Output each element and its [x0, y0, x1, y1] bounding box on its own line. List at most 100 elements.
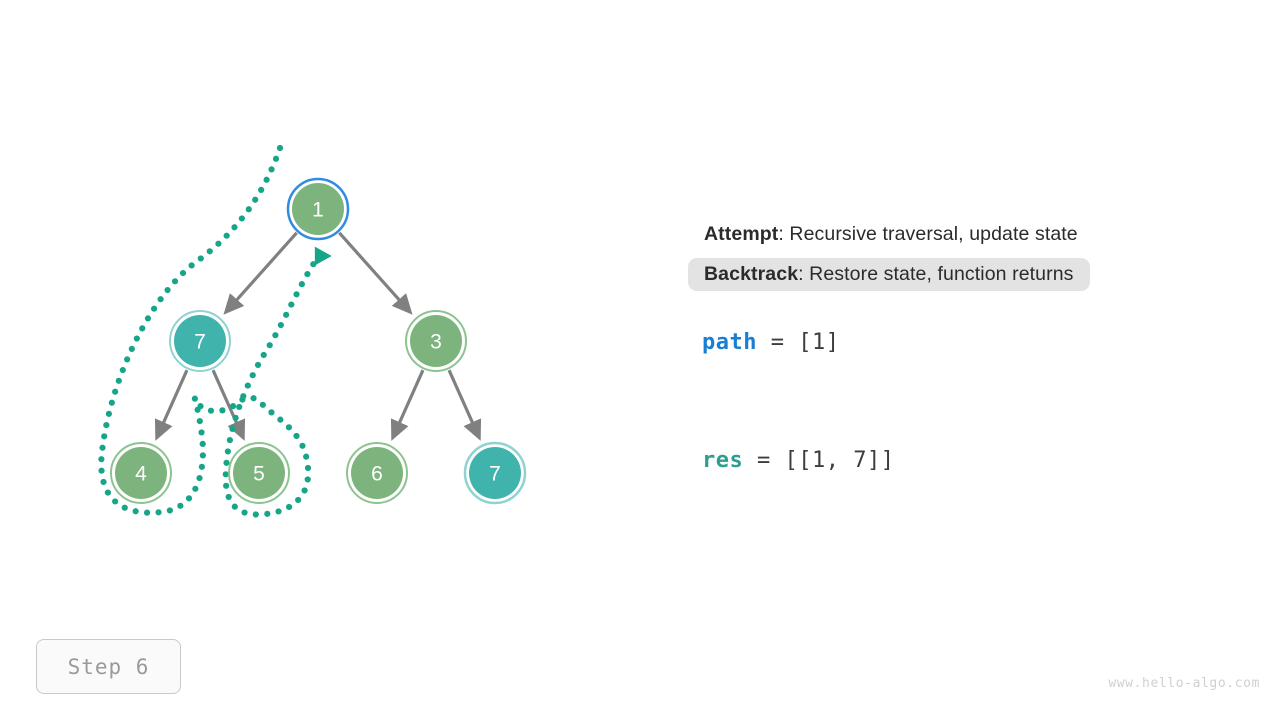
trace-dot — [304, 270, 311, 278]
node-label: 7 — [489, 463, 501, 486]
trace-dot — [304, 464, 312, 472]
trace-dot — [250, 395, 257, 402]
trace-dot — [219, 407, 226, 414]
trace-dot — [133, 335, 140, 342]
binary-tree-diagram: 1 7 3 4 5 6 7 — [98, 144, 527, 518]
node-circle — [233, 447, 285, 499]
trace-dot — [303, 453, 310, 460]
trace-dot — [196, 474, 203, 482]
node-ring — [169, 310, 231, 372]
tree-node-5-n5[interactable]: 5 — [228, 442, 290, 504]
variable-path: path — [702, 330, 757, 355]
node-circle — [410, 315, 462, 367]
trace-dot — [236, 403, 243, 411]
trace-dot — [268, 166, 275, 173]
trace-dot — [264, 510, 271, 517]
node-label: 3 — [430, 331, 442, 354]
tree-edge-n7L-n5 — [211, 369, 246, 441]
trace-dot — [121, 504, 128, 511]
trace-dot — [263, 176, 270, 183]
tree-edge-n3-n6 — [390, 369, 425, 441]
trace-dot — [150, 305, 158, 312]
trace-dot — [223, 482, 230, 489]
node-label: 7 — [194, 331, 206, 354]
node-ring — [405, 310, 467, 372]
trace-dot — [293, 291, 300, 298]
trace-dot — [299, 442, 306, 449]
legend-attempt-desc: : Recursive traversal, update state — [778, 223, 1078, 245]
tree-node-7-n7L[interactable]: 7 — [169, 310, 231, 372]
trace-dot — [98, 467, 105, 474]
trace-dot — [198, 463, 206, 470]
trace-dot — [197, 255, 204, 262]
node-ring — [228, 442, 290, 504]
trace-dot — [310, 261, 317, 268]
trace-dot — [198, 429, 205, 436]
trace-dot — [132, 508, 139, 515]
trace-dot — [272, 332, 279, 339]
node-label: 4 — [135, 463, 147, 486]
trace-dot — [231, 503, 238, 510]
trace-dot — [304, 476, 311, 483]
trace-dot — [206, 248, 213, 255]
trace-dot — [249, 372, 256, 379]
node-ring — [110, 442, 172, 504]
trace-dot — [223, 459, 230, 466]
trace-dot — [188, 262, 195, 269]
trace-dot — [276, 144, 284, 152]
trace-dot — [231, 224, 238, 231]
backtracking-trace-path — [98, 144, 332, 518]
tree-node-6-n6[interactable]: 6 — [346, 442, 408, 504]
trace-dot — [224, 448, 231, 455]
trace-dot — [223, 232, 230, 239]
trace-dot — [245, 206, 252, 213]
trace-dot — [252, 511, 259, 518]
tree-node-1-n1[interactable]: 1 — [286, 177, 350, 241]
trace-dot — [260, 351, 267, 359]
trace-dot — [105, 410, 112, 417]
trace-dot — [115, 377, 122, 384]
trace-dot — [222, 471, 229, 478]
trace-dot — [268, 409, 275, 416]
node-ring — [463, 441, 527, 505]
trace-dot — [157, 296, 164, 303]
trace-dot — [191, 395, 198, 402]
legend-backtrack: Backtrack: Restore state, function retur… — [688, 257, 1090, 291]
trace-dot — [275, 508, 282, 515]
trace-dot — [215, 240, 222, 247]
tree-node-3-n3[interactable]: 3 — [405, 310, 467, 372]
tree-edge-n3-n7R — [447, 369, 482, 441]
variable-res: res — [702, 448, 744, 473]
trace-dot — [124, 356, 131, 363]
code-line-path: path = [1] — [702, 330, 839, 355]
node-label: 5 — [253, 463, 265, 486]
node-circle — [174, 315, 226, 367]
tree-nodes-layer: 1 7 3 4 5 6 7 — [110, 177, 527, 505]
legend-panel: Attempt: Recursive traversal, update sta… — [688, 218, 1188, 291]
expression-path: = [1] — [756, 330, 840, 355]
tree-node-4-n4[interactable]: 4 — [110, 442, 172, 504]
trace-dot — [301, 487, 308, 494]
watermark: www.hello-algo.com — [1108, 676, 1260, 691]
trace-dot — [144, 315, 152, 322]
legend-backtrack-desc: : Restore state, function returns — [798, 262, 1074, 285]
expression-res: = [[1, 7]] — [743, 448, 895, 473]
trace-dot — [277, 321, 284, 329]
trace-dot — [100, 478, 107, 486]
trace-arrowhead-icon — [314, 246, 332, 266]
trace-dot — [143, 509, 151, 516]
tree-edge-n1-n7L — [223, 231, 298, 315]
node-circle — [292, 183, 344, 235]
trace-dot — [241, 509, 248, 516]
node-circle — [469, 447, 521, 499]
trace-dot — [185, 495, 193, 502]
trace-dot — [229, 425, 236, 432]
trace-dot — [277, 416, 284, 423]
trace-dot — [104, 489, 112, 496]
trace-dot — [288, 301, 295, 308]
trace-dot — [166, 507, 173, 514]
tree-node-7-n7R[interactable]: 7 — [463, 441, 527, 505]
trace-dot — [272, 155, 280, 162]
node-label: 6 — [371, 463, 383, 486]
trace-dot — [254, 361, 262, 369]
